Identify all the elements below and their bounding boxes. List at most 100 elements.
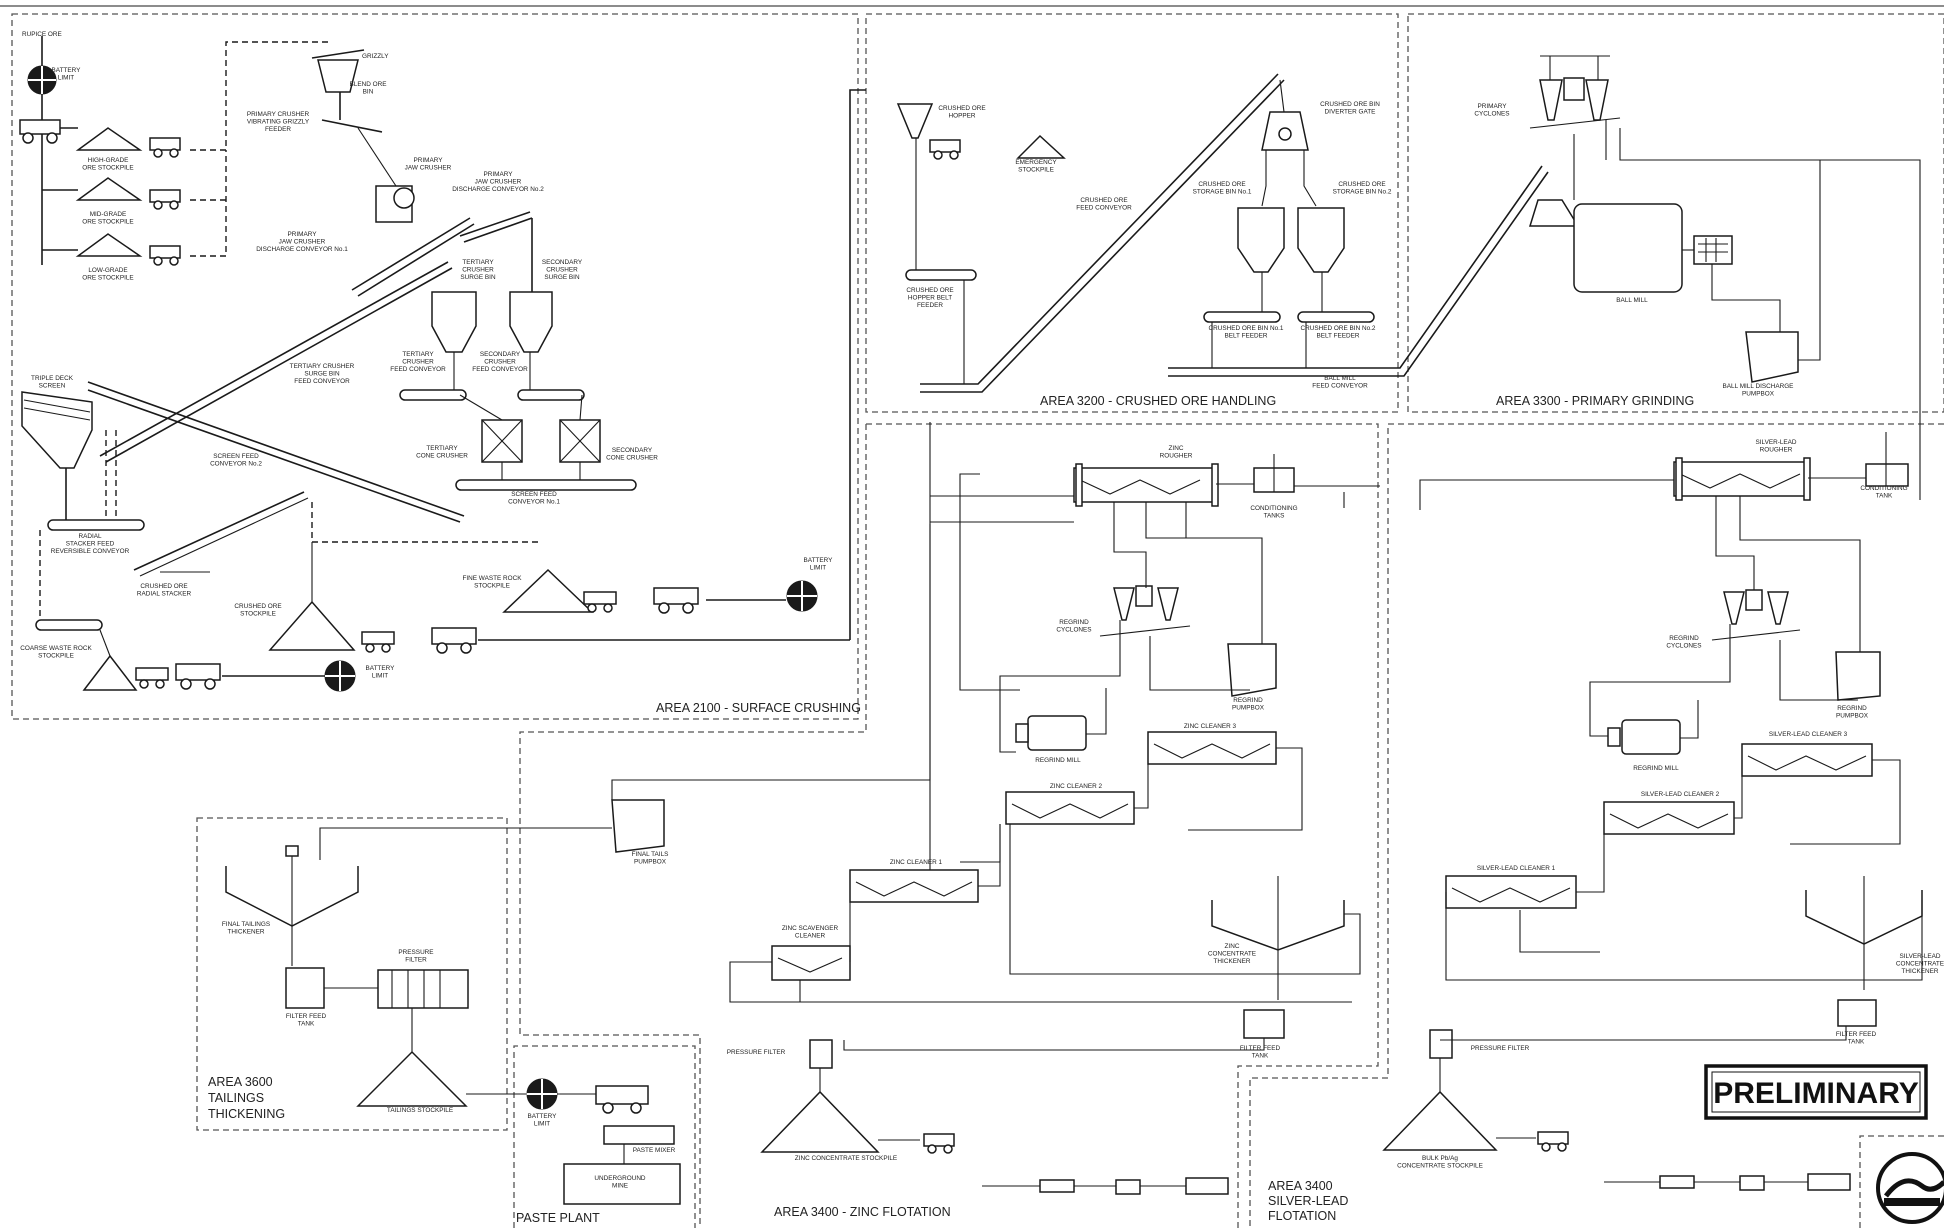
diverter-gate-label: CRUSHED ORE BINDIVERTER GATE <box>1320 101 1380 115</box>
crushed-ore-radial-stacker-label: CRUSHED ORERADIAL STACKER <box>137 583 192 597</box>
tertiary-feed-conveyor <box>400 390 466 400</box>
silver-lead-regrind-mill <box>1622 720 1680 754</box>
crushed-ore-handling-equipment <box>898 74 1548 392</box>
low-grade-stockpile <box>78 234 140 256</box>
tertiary-surge-feed-conveyor <box>100 262 448 456</box>
zinc-filter-feed-tank <box>1244 1010 1284 1038</box>
screen-feed-1-label: SCREEN FEEDCONVEYOR No.1 <box>508 491 560 505</box>
zinc-rougher-cell <box>1074 468 1216 502</box>
triple-deck-screen <box>22 392 92 468</box>
hopper-belt-feeder-label: CRUSHED OREHOPPER BELTFEEDER <box>906 287 953 309</box>
area-3300-title: AREA 3300 - PRIMARY GRINDING <box>1496 394 1694 408</box>
crushed-ore-storage-bin-2 <box>1298 208 1344 272</box>
loader-icon <box>924 1134 954 1153</box>
haul-truck-icon <box>654 588 698 613</box>
loader-icon <box>1538 1132 1568 1151</box>
battery-limit-marker <box>325 661 355 691</box>
low-grade-label: LOW-GRADEORE STOCKPILE <box>82 267 133 281</box>
ball-mill-feed-chute <box>1530 200 1578 226</box>
zinc-cleaner-1-cell <box>850 870 978 902</box>
tailings-stockpile <box>358 1052 466 1106</box>
silver-lead-cleaner-3-cell <box>1742 744 1872 776</box>
tailings-pressure-filter-label: PRESSUREFILTER <box>398 949 433 963</box>
silver-lead-regrind-pumpbox <box>1836 652 1880 700</box>
zinc-cleaner-3-label: ZINC CLEANER 3 <box>1184 723 1237 730</box>
forklift-icon <box>1116 1180 1140 1194</box>
sl-conc-thickener-label: SILVER-LEADCONCENTRATETHICKENER <box>1896 953 1944 975</box>
area-2100-title: AREA 2100 - SURFACE CRUSHING <box>656 701 861 715</box>
vibrating-grizzly-feeder <box>322 120 382 132</box>
truck-icon <box>596 1086 648 1113</box>
jaw-discharge-conveyor-1 <box>352 218 470 290</box>
silver-lead-cleaner-1-cell <box>1446 876 1576 908</box>
sl-pressure-filter-label: PRESSURE FILTER <box>1471 1045 1530 1052</box>
ball-mill-trommel <box>1694 236 1732 264</box>
emergency-stockpile-label: EMERGENCYSTOCKPILE <box>1015 159 1057 173</box>
zinc-regrind-pumpbox-label: REGRINDPUMPBOX <box>1232 697 1265 711</box>
screen-feed-2-label: SCREEN FEEDCONVEYOR No.2 <box>210 453 262 467</box>
zinc-regrind-mill <box>1028 716 1086 750</box>
forklift-icon <box>1740 1176 1764 1190</box>
sl-regrind-mill-label: REGRIND MILL <box>1633 765 1679 772</box>
battery-limit-2-label: BATTERYLIMIT <box>804 557 834 571</box>
mid-grade-stockpile <box>78 178 140 200</box>
primary-cyclone-cluster <box>1530 56 1620 128</box>
tertiary-feed-conveyor-label: TERTIARYCRUSHERFEED CONVEYOR <box>390 351 446 373</box>
silver-lead-filter-feed-tank <box>1838 1000 1876 1026</box>
secondary-cone-label: SECONDARYCONE CRUSHER <box>606 447 658 461</box>
primary-crusher-feeder-label: PRIMARY CRUSHERVIBRATING GRIZZLYFEEDER <box>247 111 310 133</box>
final-tails-pumpbox <box>612 800 664 852</box>
battery-limit-marker <box>787 581 817 611</box>
silver-lead-cleaner-2-cell <box>1604 802 1734 834</box>
zinc-cleaner-1-label: ZINC CLEANER 1 <box>890 859 943 866</box>
crushed-ore-radial-stacker <box>134 492 304 570</box>
zinc-concentrate-stockpile <box>762 1092 878 1152</box>
loader-icon <box>150 190 180 209</box>
bin-2-belt-feeder <box>1298 312 1374 322</box>
area-3400-zinc-boundary <box>866 424 1378 1228</box>
jaw-discharge-conveyor-2 <box>460 212 530 236</box>
area-3400-zinc-title: AREA 3400 - ZINC FLOTATION <box>774 1205 951 1219</box>
hopper-belt-feeder <box>906 270 976 280</box>
ball-mill <box>1574 204 1682 292</box>
rupice-ore-label: RUPICE ORE <box>22 31 62 38</box>
crushed-ore-hopper <box>898 104 932 138</box>
silver-lead-conditioning-tank <box>1866 464 1908 486</box>
zinc-pressure-filter <box>810 1040 832 1068</box>
haul-truck-icon <box>20 120 60 143</box>
silver-lead-regrind-cyclones <box>1712 590 1800 640</box>
area-3200-title: AREA 3200 - CRUSHED ORE HANDLING <box>1040 394 1276 408</box>
sl-cleaner-2-label: SILVER-LEAD CLEANER 2 <box>1641 791 1720 798</box>
company-logo <box>1878 1154 1944 1222</box>
loader-icon <box>136 668 168 688</box>
crushed-ore-storage-bin-1 <box>1238 208 1284 272</box>
zinc-regrind-mill-label: REGRIND MILL <box>1035 757 1081 764</box>
tailings-filter-feed-tank <box>286 968 324 1008</box>
tertiary-surge-bin-label: TERTIARYCRUSHERSURGE BIN <box>460 259 496 281</box>
bulk-concentrate-stockpile <box>1384 1092 1496 1150</box>
bin2-feeder-label: CRUSHED ORE BIN No.2BELT FEEDER <box>1301 325 1376 339</box>
screen-feed-conveyor-2 <box>88 382 464 516</box>
tertiary-surge-conveyor-label: TERTIARY CRUSHERSURGE BINFEED CONVEYOR <box>290 363 355 385</box>
